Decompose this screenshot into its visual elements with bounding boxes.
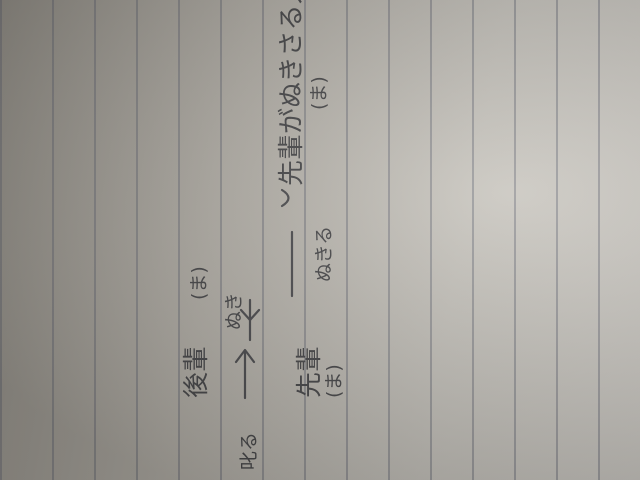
- paren: [280, 188, 290, 208]
- tag-kouhai: (ま): [188, 266, 210, 300]
- arrow-down: [239, 298, 261, 342]
- word-okosu: 叱る: [238, 432, 260, 470]
- tag-senpai: (ま): [323, 364, 345, 398]
- arrow-up: [234, 348, 256, 400]
- tag-result: (ま): [308, 76, 330, 110]
- word-kouhai: 後輩: [182, 346, 212, 398]
- word-nuki-upper: ぬき: [223, 292, 245, 330]
- word-senpai: 先輩: [295, 346, 325, 398]
- word-result: 先輩がぬきさる人: [277, 0, 307, 186]
- word-nukiru: ぬきる: [313, 226, 335, 282]
